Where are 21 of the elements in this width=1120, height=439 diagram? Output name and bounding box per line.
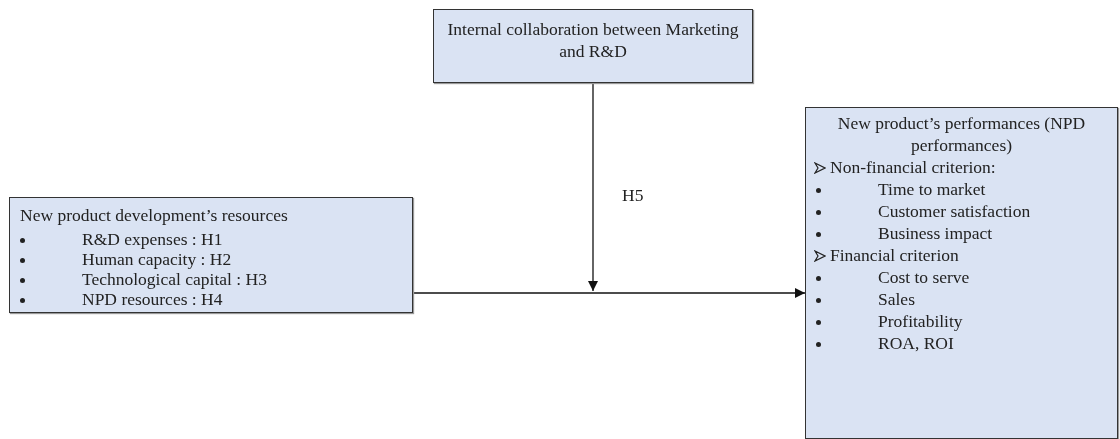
concept-box <box>433 9 753 83</box>
list-item: Time to market <box>878 178 986 200</box>
node-heading: New product development’s resources <box>20 204 288 226</box>
list-item: Sales <box>878 288 915 310</box>
list-item: Human capacity : H2 <box>82 249 232 270</box>
list-item: Technological capital : H3 <box>82 269 267 290</box>
arrow <box>412 287 806 299</box>
node-heading: Internal collaboration between Marketing and R&D <box>446 18 740 62</box>
arrow <box>587 82 599 292</box>
node-heading: New product’s performances (NPD performances) <box>836 112 1087 156</box>
list-item: NPD resources : H4 <box>82 289 223 310</box>
list-item: ROA, ROI <box>878 332 954 354</box>
list-item: Cost to serve <box>878 266 970 288</box>
list-heading: Non-financial criterion: <box>830 156 996 178</box>
list-heading: Financial criterion <box>830 244 959 266</box>
list-item: Customer satisfaction <box>878 200 1031 222</box>
list-item: Business impact <box>878 222 993 244</box>
concept-box <box>9 197 413 313</box>
concept-box <box>805 107 1118 439</box>
list-item: R&D expenses : H1 <box>82 228 223 250</box>
list-item: Profitability <box>878 310 963 332</box>
